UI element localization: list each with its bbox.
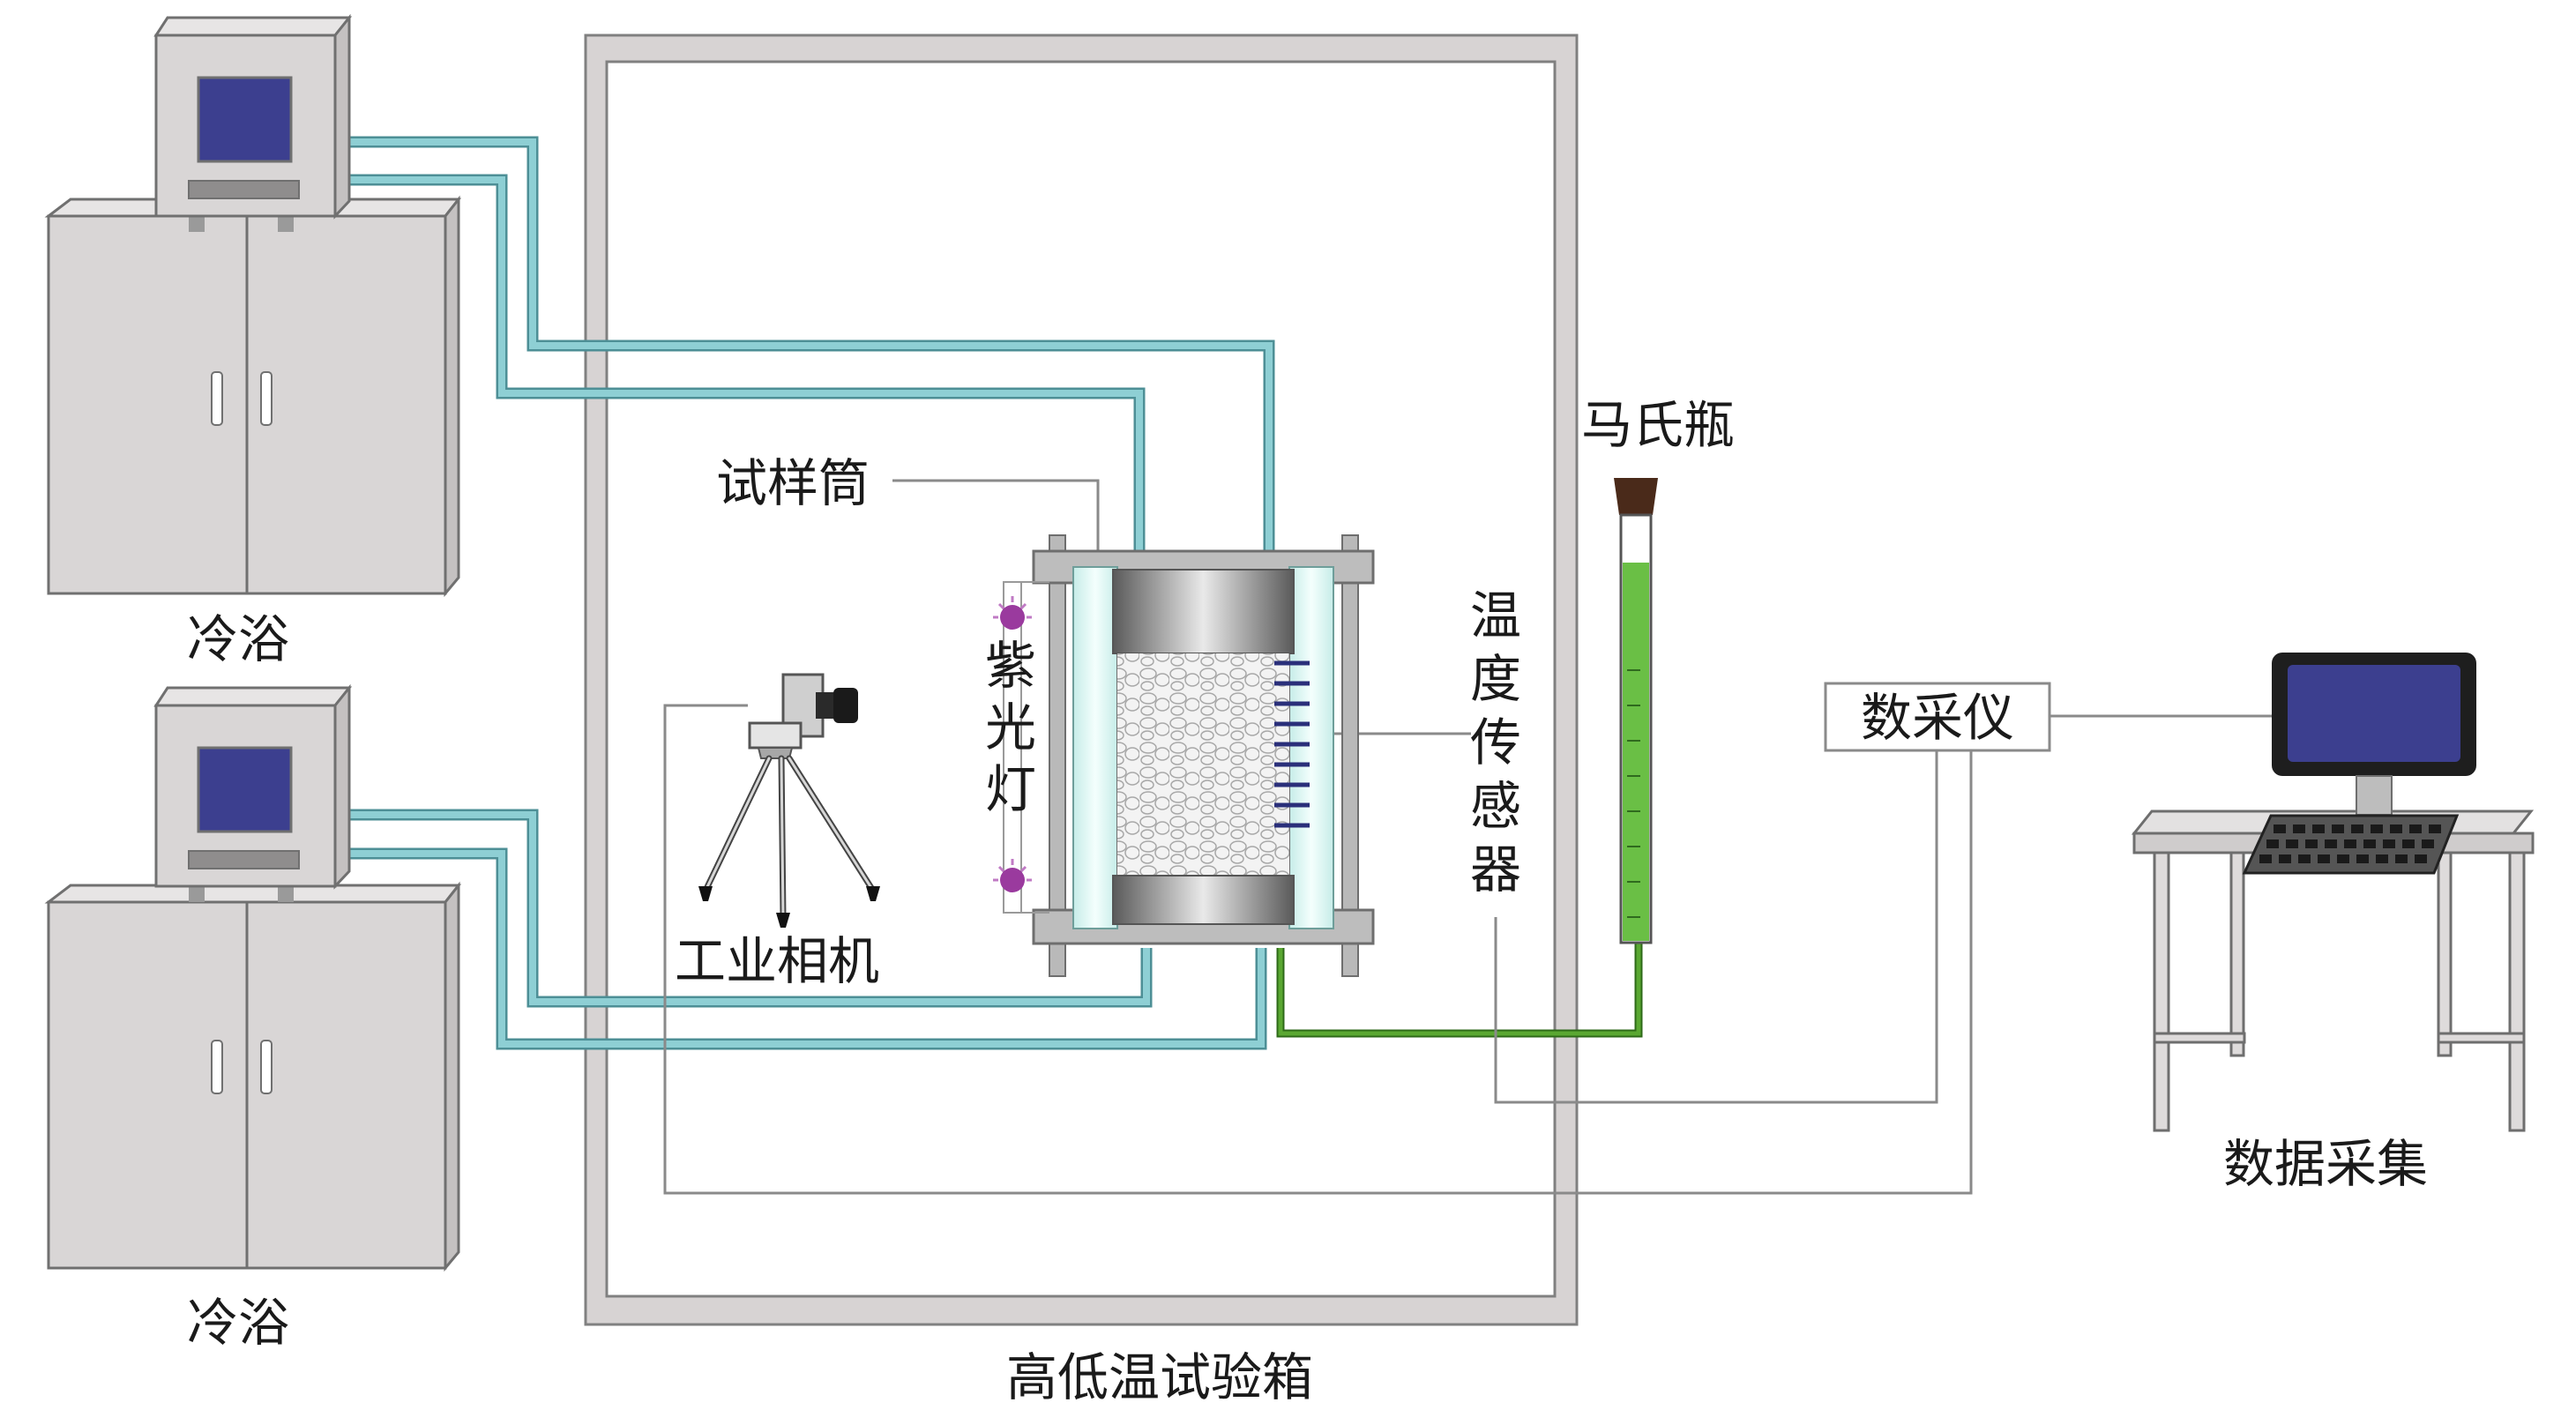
cold-bath-top: 冷浴 — [44, 13, 462, 669]
temperature-sensor-char: 器 — [1470, 839, 1521, 899]
camera-label: 工业相机 — [675, 931, 879, 991]
chamber-label: 高低温试验箱 — [1006, 1347, 1313, 1407]
uv-lamp-label: 紫 光 灯 — [985, 636, 1036, 819]
sample-tube-assembly — [1032, 534, 1375, 977]
mariotte-bottle — [1614, 478, 1658, 944]
temperature-sensor-label: 温 度 传 感 器 — [1470, 586, 1521, 899]
cold-bath-top-label: 冷浴 — [187, 609, 289, 669]
temperature-sensor-char: 度 — [1470, 649, 1521, 709]
uv-lamp-char: 光 — [985, 698, 1036, 757]
data-collection-computer: 数据采集 — [2131, 653, 2535, 1194]
temperature-sensor-char: 传 — [1470, 712, 1521, 772]
temperature-sensor-probes — [1274, 660, 1310, 828]
daq-label: 数采仪 — [1861, 688, 2014, 748]
daq-box: 数采仪 — [1824, 682, 2051, 752]
uv-lamp-char: 紫 — [985, 636, 1036, 696]
sample-tube-label: 试样筒 — [716, 453, 870, 513]
coolant-pipes — [337, 136, 1275, 1050]
temperature-sensor-char: 温 — [1470, 586, 1521, 645]
uv-lamps — [993, 581, 1049, 914]
cold-bath-bottom-label: 冷浴 — [187, 1293, 289, 1353]
high-low-temperature-chamber — [584, 34, 1579, 1326]
industrial-camera — [698, 673, 880, 928]
uv-lamp-char: 灯 — [985, 759, 1036, 819]
mariotte-bottle-label: 马氏瓶 — [1581, 395, 1735, 455]
cold-bath-bottom: 冷浴 — [44, 683, 462, 1353]
data-collection-label: 数据采集 — [2223, 1134, 2428, 1194]
drainage-pipe — [1276, 942, 1643, 1038]
temperature-sensor-char: 感 — [1470, 776, 1521, 836]
